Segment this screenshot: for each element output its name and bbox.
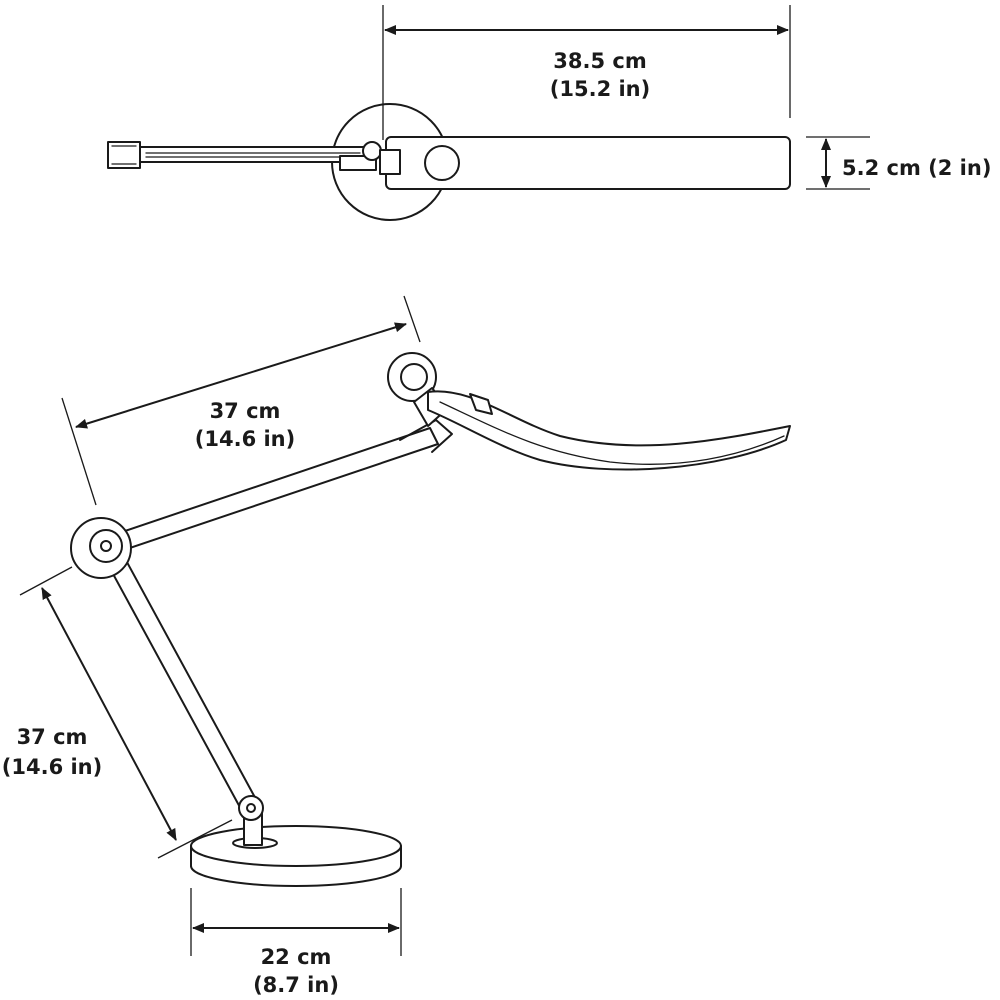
dim-lower-arm-imperial: (14.6 in) bbox=[2, 755, 102, 779]
dim-base-metric: 22 cm bbox=[261, 945, 332, 969]
side-head-button bbox=[469, 393, 493, 415]
top-head-knob bbox=[424, 145, 460, 181]
side-elbow-joint-inner bbox=[89, 529, 123, 563]
dim-head-length-metric: 38.5 cm bbox=[553, 49, 646, 73]
top-arm-joint bbox=[362, 141, 382, 161]
dim-upper-arm-ext-left bbox=[61, 397, 97, 506]
dim-lower-arm-ext-bottom bbox=[157, 819, 233, 859]
side-base-joint bbox=[238, 795, 264, 821]
dim-head-width-label: 5.2 cm (2 in) bbox=[842, 156, 991, 180]
dim-lower-arm: 37 cm (14.6 in) bbox=[2, 566, 233, 859]
side-upper-arm-tip bbox=[399, 419, 453, 453]
dim-upper-arm-imperial: (14.6 in) bbox=[195, 427, 295, 451]
side-elbow-joint-pin bbox=[100, 540, 112, 552]
dim-upper-arm-metric: 37 cm bbox=[210, 399, 281, 423]
top-arm-end-cap bbox=[107, 141, 141, 169]
dim-head-length: 38.5 cm (15.2 in) bbox=[382, 5, 791, 140]
dim-upper-arm: 37 cm (14.6 in) bbox=[61, 295, 421, 506]
dim-base-imperial: (8.7 in) bbox=[253, 973, 339, 997]
dim-lower-arm-metric: 37 cm bbox=[17, 725, 88, 749]
top-view-lamp bbox=[107, 103, 791, 221]
dim-upper-arm-arrow bbox=[75, 322, 407, 429]
dim-upper-arm-ext-right bbox=[403, 295, 421, 343]
dim-lower-arm-ext-top bbox=[19, 566, 73, 596]
dim-lower-arm-arrow bbox=[41, 587, 177, 841]
top-head-hinge bbox=[379, 149, 401, 175]
side-base-top bbox=[190, 825, 402, 867]
dim-base: 22 cm (8.7 in) bbox=[190, 888, 402, 997]
side-base-joint-pin bbox=[246, 803, 256, 813]
top-arm-rod bbox=[139, 146, 371, 163]
dim-head-length-imperial: (15.2 in) bbox=[550, 77, 650, 101]
top-arm-cap-detail bbox=[111, 145, 137, 165]
side-view-lamp bbox=[70, 352, 791, 887]
top-arm-rod-groove bbox=[145, 152, 361, 158]
dim-head-width: 5.2 cm (2 in) bbox=[806, 136, 991, 190]
side-lamp-head-edge bbox=[439, 401, 785, 465]
side-lower-arm bbox=[99, 541, 259, 812]
side-lamp-head bbox=[427, 390, 791, 471]
